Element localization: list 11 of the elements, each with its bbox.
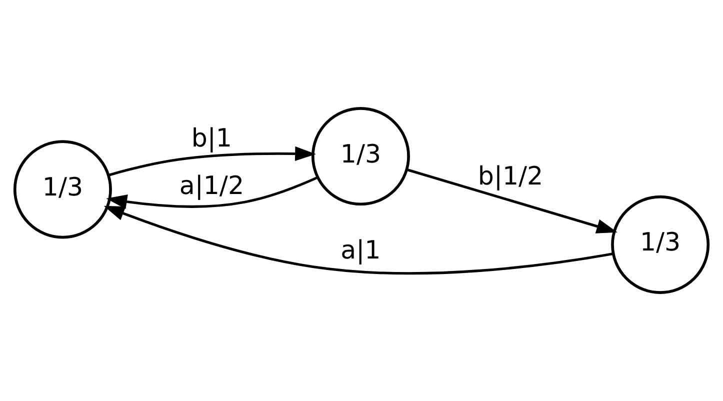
arrow: [106, 176, 318, 209]
node-circle: 1/3: [311, 107, 410, 206]
arrow: [104, 206, 614, 275]
edge-label: a|1/2: [179, 170, 244, 200]
arrow: [108, 146, 316, 176]
arrow: [406, 168, 618, 234]
edge-label: a|1: [340, 236, 381, 265]
node-circle: 1/3: [611, 195, 710, 294]
node-circle: 1/3: [13, 140, 112, 239]
edge-label: b|1/2: [478, 161, 544, 190]
edge-label: b|1: [191, 124, 232, 153]
